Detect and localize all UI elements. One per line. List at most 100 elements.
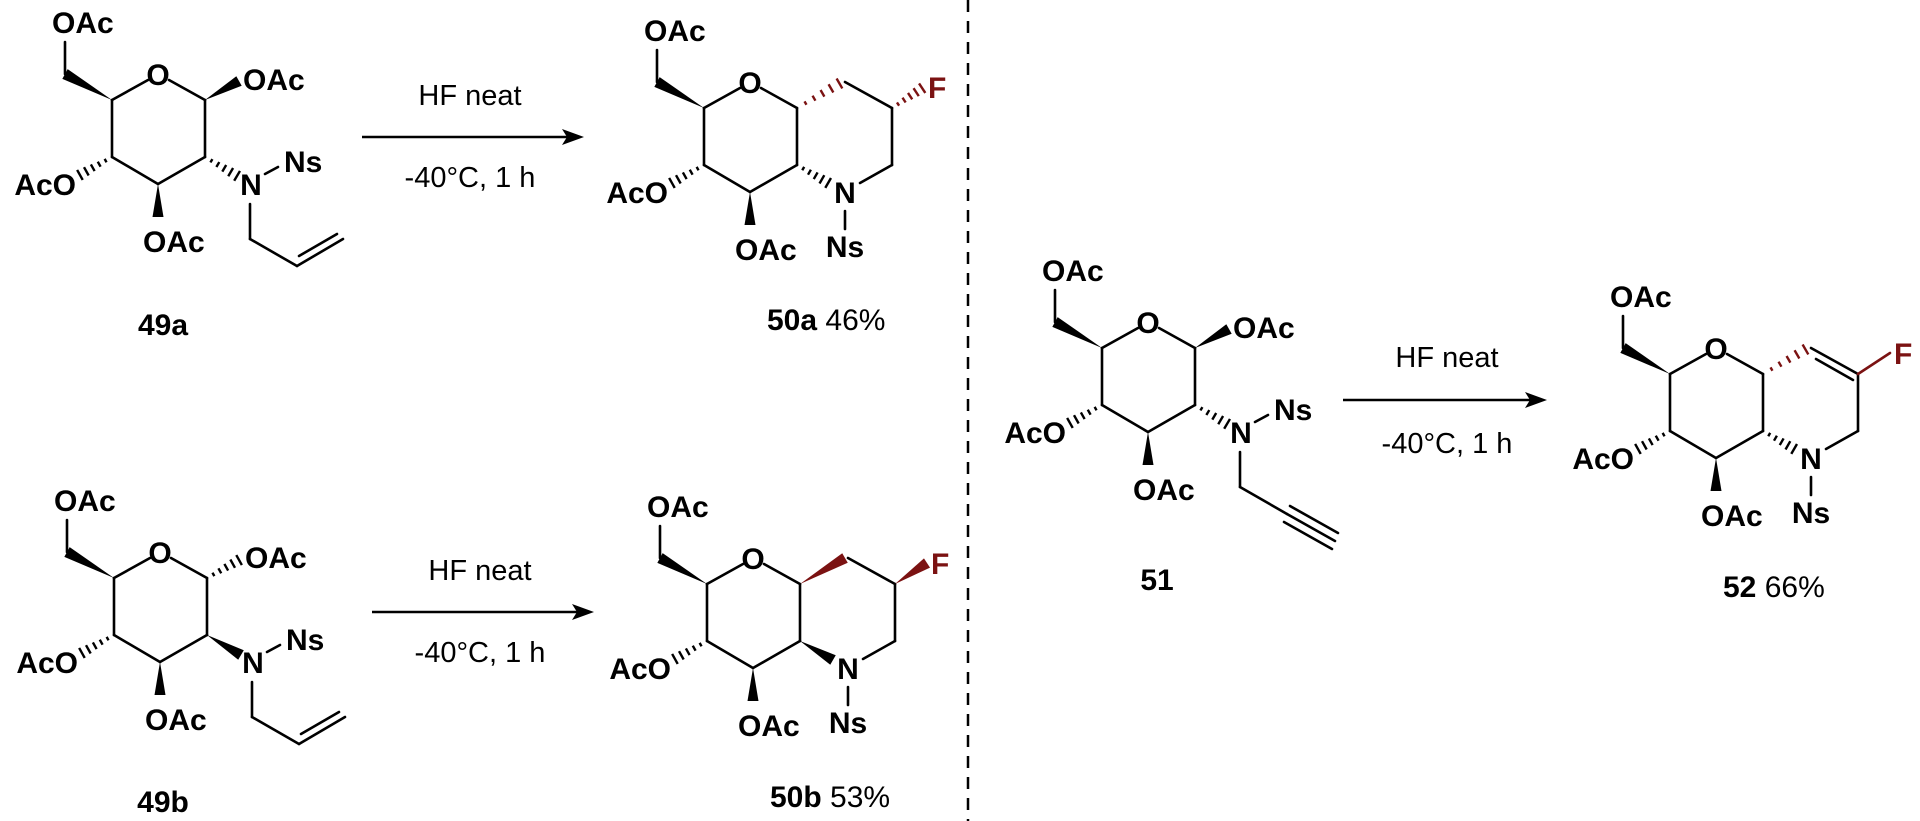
ring-bond bbox=[156, 155, 207, 186]
c1-oac-label: OAc bbox=[245, 542, 307, 575]
hash-stroke bbox=[811, 95, 817, 102]
yield: 53% bbox=[830, 781, 890, 814]
hash-stroke bbox=[1211, 412, 1218, 421]
reaction-arrow-3: HF neat -40°C, 1 h bbox=[1343, 342, 1547, 460]
c1-wedge-bond bbox=[205, 76, 242, 100]
hash-stroke bbox=[76, 169, 84, 181]
ring-bond bbox=[1824, 429, 1860, 451]
hash-stroke bbox=[1217, 415, 1225, 425]
hash-stroke bbox=[217, 567, 223, 574]
c6-oac-label: OAc bbox=[644, 15, 706, 48]
c3-wedge-bond bbox=[152, 184, 164, 217]
hash-stroke bbox=[1205, 409, 1211, 416]
ring-bond bbox=[1157, 326, 1197, 350]
ring-bond bbox=[110, 78, 150, 102]
hash-stroke bbox=[84, 644, 92, 655]
c4-aco-label: AcO bbox=[16, 647, 78, 680]
hash-stroke bbox=[1079, 411, 1086, 420]
compound-label-49b: 49b bbox=[137, 786, 189, 819]
ring-bond bbox=[158, 633, 209, 664]
c4-hash-bond bbox=[78, 636, 110, 659]
ring-bond bbox=[702, 86, 742, 110]
c1-wedge-bond bbox=[1195, 324, 1232, 348]
compound-label-52: 52 66% bbox=[1723, 571, 1825, 604]
c3-wedge-bond bbox=[154, 662, 166, 695]
ch2-bond bbox=[1238, 485, 1289, 516]
c3-oac-label: OAc bbox=[1701, 500, 1763, 533]
c6-oac-label: OAc bbox=[52, 7, 114, 40]
hash-stroke bbox=[1772, 435, 1778, 442]
ring-bond bbox=[1809, 346, 1860, 376]
alkene-double-bond bbox=[299, 710, 341, 736]
hash-stroke bbox=[698, 642, 703, 647]
hash-stroke bbox=[96, 161, 102, 168]
hash-stroke bbox=[1767, 432, 1772, 437]
c4-hash-bond bbox=[76, 158, 108, 181]
ring-bond bbox=[705, 639, 755, 670]
compound-label-50b: 50b 53% bbox=[770, 781, 890, 814]
ns-label: Ns bbox=[826, 231, 864, 264]
alkene-bond bbox=[295, 237, 345, 268]
ring-bond bbox=[1146, 403, 1197, 434]
compound-label-50a: 50a 46% bbox=[767, 304, 885, 337]
nitrogen-label: N bbox=[1230, 417, 1252, 450]
hash-stroke bbox=[1093, 406, 1098, 411]
c6-wedge-bond bbox=[654, 77, 704, 108]
hash-stroke bbox=[209, 158, 214, 164]
c3-wedge-bond bbox=[747, 668, 759, 701]
n-ns-bond bbox=[265, 643, 282, 654]
ring-bond bbox=[861, 639, 897, 661]
hash-stroke bbox=[211, 572, 216, 577]
hash-stroke bbox=[671, 653, 679, 665]
fluorine-label: F bbox=[928, 72, 946, 105]
c3-oac-label: OAc bbox=[1133, 474, 1195, 507]
hash-stroke bbox=[1785, 355, 1792, 364]
hash-stroke bbox=[223, 563, 230, 572]
c1-oac-label: OAc bbox=[1233, 312, 1295, 345]
alkene-bond bbox=[297, 715, 347, 746]
c3-oac-label: OAc bbox=[143, 226, 205, 259]
ring-bond bbox=[167, 78, 207, 102]
alkyne-bond-2 bbox=[1288, 504, 1340, 535]
hash-stroke bbox=[806, 169, 812, 176]
conditions-label: -40°C, 1 h bbox=[1382, 428, 1513, 460]
hash-stroke bbox=[835, 77, 844, 90]
hash-stroke bbox=[1634, 443, 1642, 455]
ring-bond bbox=[846, 556, 897, 586]
hash-stroke bbox=[105, 636, 110, 641]
hash-stroke bbox=[1769, 366, 1774, 372]
c6-wedge-bond bbox=[1620, 343, 1670, 374]
hash-stroke bbox=[912, 87, 920, 97]
ring-bond bbox=[1714, 429, 1765, 460]
hash-stroke bbox=[1223, 418, 1232, 430]
ring-bond bbox=[702, 163, 752, 194]
hash-stroke bbox=[98, 639, 104, 646]
hash-stroke bbox=[91, 641, 98, 650]
ring-bond bbox=[762, 562, 802, 586]
c3-oac-label: OAc bbox=[738, 710, 800, 743]
nitrogen-label: N bbox=[837, 653, 859, 686]
reagent-label: HF neat bbox=[428, 555, 531, 587]
c2-hash-bond bbox=[209, 158, 242, 182]
hash-stroke bbox=[803, 100, 808, 106]
c1-wedge-bond bbox=[800, 553, 848, 584]
ring-oxygen-label: O bbox=[738, 67, 761, 100]
ring-bond bbox=[748, 163, 799, 194]
nitrogen-label: N bbox=[834, 177, 856, 210]
c-f-wedge-bond bbox=[895, 558, 931, 584]
compound-label-51: 51 bbox=[1140, 564, 1173, 597]
c1-hash-bond bbox=[803, 77, 844, 106]
hash-stroke bbox=[895, 101, 901, 107]
ring-bond bbox=[1100, 403, 1150, 434]
c4-aco-label: AcO bbox=[609, 653, 671, 686]
ring-oxygen-label: O bbox=[146, 59, 169, 92]
hash-stroke bbox=[1654, 435, 1660, 442]
ring-bond bbox=[843, 80, 894, 110]
reagent-label: HF neat bbox=[418, 80, 521, 112]
alkene-double-bond bbox=[1814, 357, 1855, 382]
ring-oxygen-label: O bbox=[148, 537, 171, 570]
